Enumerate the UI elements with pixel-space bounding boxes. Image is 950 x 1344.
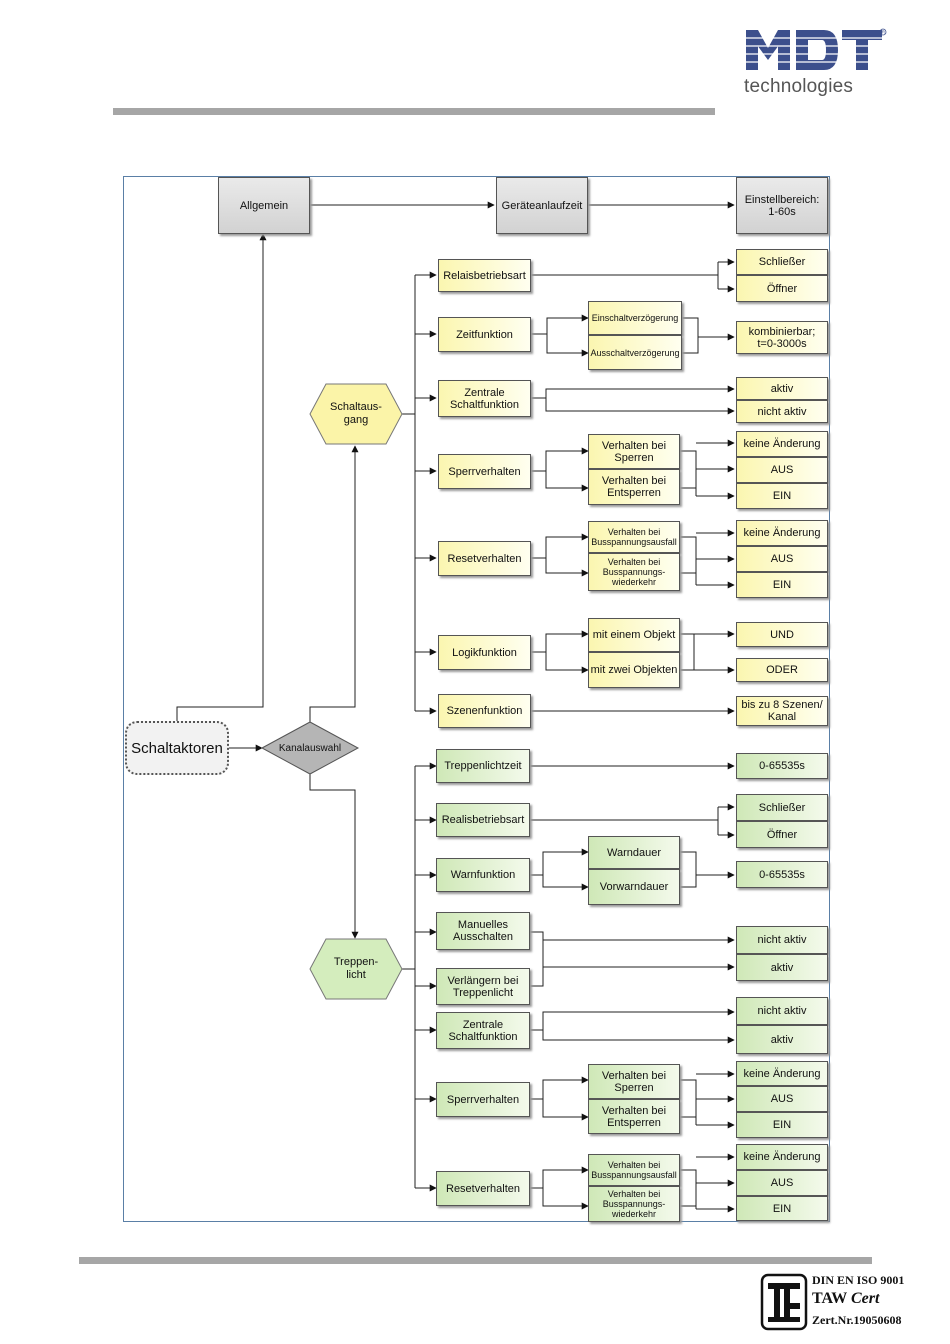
header-rule: [113, 108, 715, 115]
box-treppen-schliesser: Schließer: [736, 794, 828, 821]
box-treppen-reset-keine: keine Änderung: [736, 1144, 828, 1170]
box-oder: ODER: [736, 658, 828, 682]
box-einstellbereich: Einstellbereich: 1-60s: [736, 177, 828, 234]
box-sperr-ein: EIN: [736, 483, 828, 509]
hex-schaltausgang: Schaltaus- gang: [330, 401, 382, 426]
box-reset-aus: AUS: [736, 546, 828, 572]
box-busspannungswiederkehr: Verhalten bei Busspannungs- wiederkehr: [588, 553, 680, 591]
start-node-schaltaktoren: Schaltaktoren: [125, 721, 229, 775]
box-relaisbetriebsart: Relaisbetriebsart: [438, 259, 531, 292]
box-warnfunktion: Warnfunktion: [436, 858, 530, 892]
box-treppen-sperr-ein: EIN: [736, 1112, 828, 1138]
box-resetverhalten: Resetverhalten: [438, 541, 531, 576]
box-oeffner: Öffner: [736, 275, 828, 302]
box-treppen-reset-ein: EIN: [736, 1196, 828, 1221]
box-verhalten-entsperren: Verhalten bei Entsperren: [588, 469, 680, 505]
box-treppen-sperr-aus: AUS: [736, 1086, 828, 1112]
box-zeitfunktion: Zeitfunktion: [438, 317, 531, 352]
box-treppen-zentrale: Zentrale Schaltfunktion: [436, 1012, 530, 1049]
box-zentrale-aktiv: aktiv: [736, 1025, 828, 1054]
box-treppen-reset-aus: AUS: [736, 1170, 828, 1196]
box-manuell-aktiv: aktiv: [736, 954, 828, 981]
box-ausschaltverzoegerung: Ausschaltverzögerung: [588, 335, 682, 370]
box-sperrverhalten: Sperrverhalten: [438, 454, 531, 489]
box-warndauer: Warndauer: [588, 836, 680, 869]
box-reset-keine-aenderung: keine Änderung: [736, 520, 828, 546]
box-kombinierbar: kombinierbar; t=0-3000s: [736, 321, 828, 354]
box-verhalten-sperren: Verhalten bei Sperren: [588, 434, 680, 469]
box-mit-zwei-objekten: mit zwei Objekten: [588, 652, 680, 688]
box-treppen-sperrverhalten: Sperrverhalten: [436, 1082, 530, 1117]
box-sperr-aus: AUS: [736, 457, 828, 483]
taw-cert-seal-icon: [760, 1273, 808, 1331]
box-warn-zeitwert: 0-65535s: [736, 861, 828, 888]
box-manuelles-ausschalten: Manuelles Ausschalten: [436, 912, 530, 950]
box-treppen-busspannungswiederkehr: Verhalten bei Busspannungs- wiederkehr: [588, 1186, 680, 1222]
cert-line1: DIN EN ISO 9001: [812, 1273, 905, 1287]
box-szenenfunktion: Szenenfunktion: [438, 694, 531, 728]
box-schliesser: Schließer: [736, 249, 828, 275]
decision-kanalauswahl: Kanalauswahl: [278, 742, 342, 754]
box-realisbetriebsart: Realisbetriebsart: [436, 803, 530, 837]
box-mit-einem-objekt: mit einem Objekt: [588, 618, 680, 652]
box-logikfunktion: Logikfunktion: [438, 635, 531, 670]
mdt-logo: R: [740, 28, 890, 70]
box-reset-ein: EIN: [736, 572, 828, 598]
box-manuell-nicht-aktiv: nicht aktiv: [736, 926, 828, 954]
diagram-frame: [123, 176, 830, 1222]
box-treppen-resetverhalten: Resetverhalten: [436, 1171, 530, 1206]
box-bis-zu-8-szenen: bis zu 8 Szenen/ Kanal: [736, 696, 828, 726]
brand-word: technologies: [744, 76, 854, 97]
cert-number: Zert.Nr.19050608: [812, 1313, 902, 1327]
box-allgemein: Allgemein: [218, 177, 310, 234]
cert-taw: TAW: [812, 1290, 851, 1307]
box-treppen-verhalten-sperren: Verhalten bei Sperren: [588, 1064, 680, 1099]
cert-cert: Cert: [850, 1290, 880, 1307]
box-nicht-aktiv: nicht aktiv: [736, 400, 828, 423]
box-sperr-keine-aenderung: keine Änderung: [736, 431, 828, 457]
footer-rule: [79, 1257, 872, 1264]
box-treppen-verhalten-entsperren: Verhalten bei Entsperren: [588, 1099, 680, 1134]
box-busspannungsausfall: Verhalten bei Busspannungsausfall: [588, 521, 680, 553]
cert-line2: TAW Cert: [812, 1290, 879, 1308]
box-zentrale-schaltfunktion: Zentrale Schaltfunktion: [438, 380, 531, 417]
box-und: UND: [736, 622, 828, 647]
box-treppen-zeitwert: 0-65535s: [736, 753, 828, 779]
box-treppen-busspannungsausfall: Verhalten bei Busspannungsausfall: [588, 1154, 680, 1186]
box-treppen-oeffner: Öffner: [736, 821, 828, 848]
box-treppenlichtzeit: Treppenlichtzeit: [436, 749, 530, 783]
box-geraeteanlaufzeit: Geräteanlaufzeit: [496, 177, 588, 234]
certification-block: DIN EN ISO 9001 TAW Cert Zert.Nr.1905060…: [760, 1273, 920, 1333]
box-zentrale-nicht-aktiv: nicht aktiv: [736, 997, 828, 1025]
box-einschaltverzoegerung: Einschaltverzögerung: [588, 301, 682, 335]
box-verlaengern-bei-treppenlicht: Verlängern bei Treppenlicht: [436, 968, 530, 1005]
svg-text:R: R: [882, 30, 886, 35]
box-treppen-sperr-keine: keine Änderung: [736, 1061, 828, 1086]
hex-treppenlicht: Treppen- licht: [333, 956, 379, 981]
box-vorwarndauer: Vorwarndauer: [588, 869, 680, 905]
box-aktiv: aktiv: [736, 377, 828, 400]
